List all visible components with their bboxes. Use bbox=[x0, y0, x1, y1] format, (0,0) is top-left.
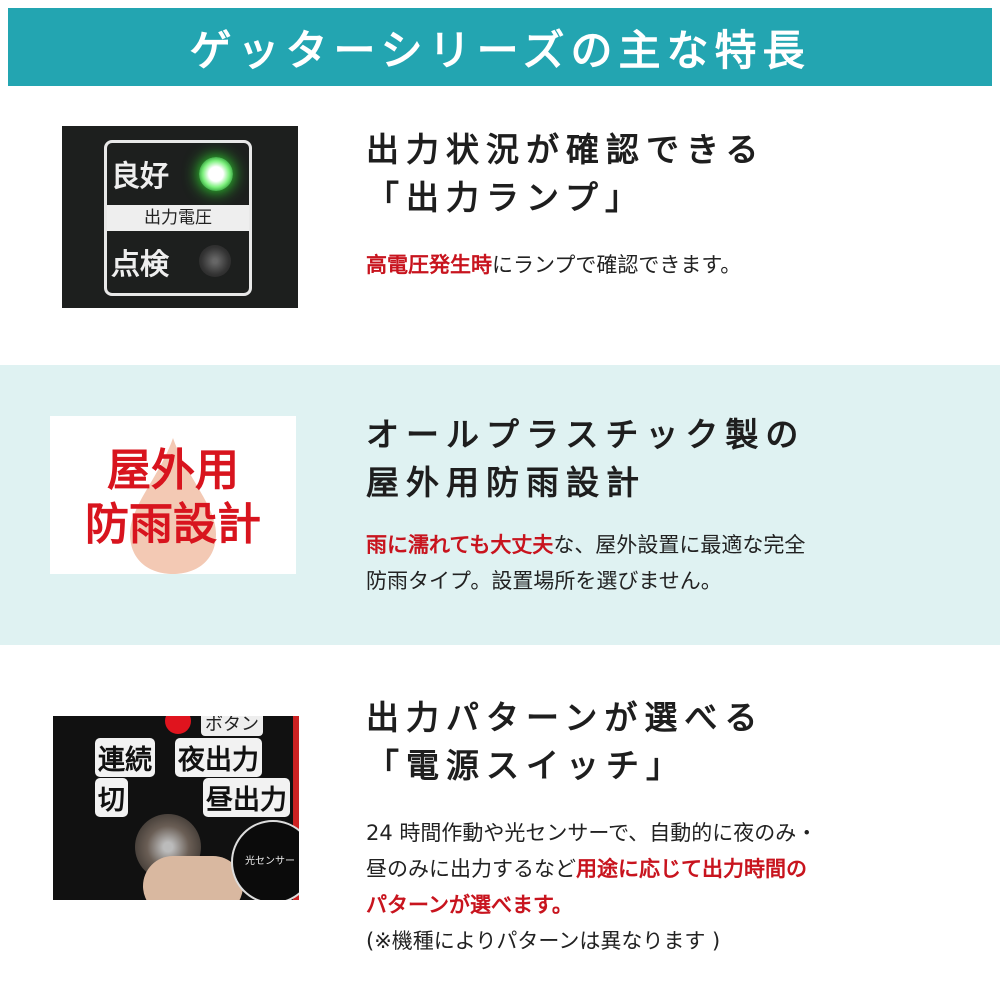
title-line: 「出力ランプ」 bbox=[366, 178, 646, 217]
rainproof-badge: 屋外用 防雨設計 bbox=[50, 416, 296, 574]
green-led-icon bbox=[199, 157, 233, 191]
feature-3-desc: 24 時間作動や光センサーで、自動的に夜のみ・ 昼のみに出力するなど用途に応じて… bbox=[366, 815, 817, 959]
lamp-label-good: 良好 bbox=[111, 159, 170, 193]
sensor-inset: 光センサー bbox=[231, 820, 299, 900]
lamp-label-check: 点検 bbox=[111, 247, 170, 281]
title-line: オールプラスチック製の bbox=[366, 415, 806, 454]
finger bbox=[143, 856, 243, 900]
feature-2-title: オールプラスチック製の 屋外用防雨設計 bbox=[366, 411, 805, 507]
red-edge bbox=[293, 716, 299, 900]
title-line: 出力状況が確認できる bbox=[366, 130, 766, 169]
feature-3-title: 出力パターンが選べる 「電源スイッチ」 bbox=[366, 694, 764, 790]
header-banner: ゲッターシリーズの主な特長 bbox=[8, 8, 992, 86]
page-title: ゲッターシリーズの主な特長 bbox=[189, 25, 811, 75]
desc-text: 昼のみに出力するなど bbox=[366, 857, 576, 881]
output-lamp-photo: 良好 出力電圧 点検 bbox=[62, 126, 298, 308]
title-line: 屋外用防雨設計 bbox=[366, 463, 646, 502]
switch-label: 連続 bbox=[95, 738, 155, 777]
title-line: 出力パターンが選べる bbox=[366, 698, 765, 737]
lamp-panel: 良好 出力電圧 点検 bbox=[104, 140, 252, 296]
badge-line: 屋外用 bbox=[107, 445, 239, 496]
desc-highlight: 用途に応じて出力時間の bbox=[576, 857, 807, 881]
off-led-icon bbox=[199, 245, 231, 277]
switch-label: 切 bbox=[95, 778, 128, 817]
switch-label: 昼出力 bbox=[203, 778, 290, 817]
desc-text: 24 時間作動や光センサーで、自動的に夜のみ・ bbox=[366, 821, 818, 845]
switch-label: ボタン bbox=[201, 716, 263, 736]
sensor-label: 光センサー bbox=[245, 856, 295, 867]
desc-highlight: 雨に濡れても大丈夫 bbox=[366, 533, 554, 557]
lamp-label-voltage: 出力電圧 bbox=[107, 205, 249, 231]
desc-text: にランプで確認できます。 bbox=[492, 253, 742, 277]
desc-text: 防雨タイプ。設置場所を選びません。 bbox=[366, 569, 722, 593]
desc-highlight: 高電圧発生時 bbox=[366, 253, 492, 277]
feature-1-desc: 高電圧発生時にランプで確認できます。 bbox=[366, 247, 741, 283]
feature-2-desc: 雨に濡れても大丈夫な、屋外設置に最適な完全 防雨タイプ。設置場所を選びません。 bbox=[366, 527, 805, 599]
desc-highlight: パターンが選べます。 bbox=[366, 893, 573, 917]
power-switch-photo: ボタン 連続 夜出力 切 昼出力 光センサー bbox=[53, 716, 299, 900]
water-drop-icon bbox=[130, 438, 216, 574]
red-button-icon bbox=[165, 716, 191, 734]
feature-1-title: 出力状況が確認できる 「出力ランプ」 bbox=[366, 126, 765, 222]
desc-text: な、屋外設置に最適な完全 bbox=[553, 533, 806, 557]
switch-label: 夜出力 bbox=[175, 738, 262, 777]
desc-note: (※機種によりパターンは異なります ) bbox=[366, 929, 721, 953]
title-line: 「電源スイッチ」 bbox=[366, 746, 686, 785]
badge-line: 防雨設計 bbox=[85, 499, 261, 550]
